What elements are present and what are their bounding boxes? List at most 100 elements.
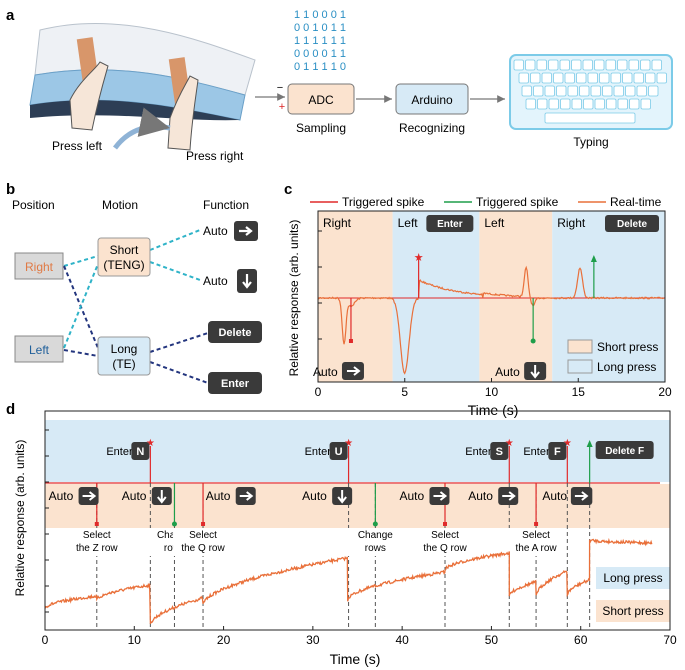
- d-x-tick-label: 40: [395, 633, 409, 647]
- keyboard-key: [548, 98, 559, 110]
- d-x-tick-label: 30: [306, 633, 320, 647]
- keyboard-key: [625, 85, 636, 97]
- position-right-box: [14, 252, 64, 280]
- spike-marker: [530, 338, 536, 344]
- keyboard-key: [513, 59, 524, 71]
- left-hand: [69, 61, 109, 131]
- event-label-bg: [345, 528, 406, 556]
- panel-c: c Triggered spike Triggered spike Real-t…: [284, 181, 672, 418]
- keyboard-key: [583, 98, 594, 110]
- keyboard-key: [537, 98, 548, 110]
- keyboard-key: [640, 98, 651, 110]
- spike-marker: [372, 521, 378, 527]
- motion-long-box: [97, 336, 151, 376]
- keyboard-key: [564, 72, 575, 84]
- position-left-box: [14, 335, 64, 363]
- auto-annotation: Auto: [122, 489, 147, 503]
- keyboard-key: [622, 72, 633, 84]
- motion-long-sub: (TE): [112, 357, 135, 371]
- keyboard-key: [645, 72, 656, 84]
- key-icon-delete: [605, 215, 659, 232]
- key-icon-s: [490, 442, 509, 460]
- connection-lines: [63, 229, 209, 384]
- spike-star: ★: [344, 438, 353, 449]
- key-icon-u: [329, 442, 348, 460]
- auto-annotation: Auto: [206, 489, 231, 503]
- keyboard-key: [521, 85, 532, 97]
- keyboard-key: [548, 59, 559, 71]
- panel-c-label: c: [284, 181, 292, 198]
- binary-row: 0 1 1 1 1 0: [294, 61, 346, 73]
- typing-label: Typing: [573, 135, 608, 149]
- d-x-tick-label: 50: [485, 633, 499, 647]
- binary-row: 1 1 1 1 1 1: [294, 35, 346, 47]
- spike-marker: [534, 522, 539, 526]
- keyboard-key: [606, 98, 617, 110]
- keyboard-key: [636, 85, 647, 97]
- keyboard-key: [628, 59, 639, 71]
- key-icon-enter: [426, 215, 474, 232]
- event-label-bg: [415, 528, 475, 556]
- motion-short-box: [97, 237, 151, 277]
- region-label: Right: [323, 216, 352, 230]
- right-hand: [167, 75, 199, 151]
- position-right-label: Right: [25, 260, 54, 274]
- legend-triggered-green: Triggered spike: [476, 195, 559, 209]
- keyboard-key: [613, 85, 624, 97]
- event-label: Select: [431, 530, 459, 541]
- keyboard-key: [560, 98, 571, 110]
- keyboard-spacebar: [544, 112, 636, 124]
- motion-short-sub: (TENG): [103, 258, 144, 272]
- event-label: rows: [365, 543, 386, 554]
- event-label: Select: [189, 530, 217, 541]
- keyboard-key: [518, 72, 529, 84]
- keyboard-key: [536, 59, 547, 71]
- sampling-label: Sampling: [296, 121, 346, 135]
- event-label-bg: [66, 528, 127, 556]
- keyboard-key: [579, 85, 590, 97]
- spike-marker: [348, 339, 353, 343]
- header-motion: Motion: [102, 198, 138, 212]
- keyboard-key: [599, 72, 610, 84]
- d-x-tick-label: 10: [128, 633, 142, 647]
- arduino-label: Arduino: [411, 93, 453, 107]
- keyboard-key: [582, 59, 593, 71]
- enter-label: Enter: [523, 446, 550, 458]
- key-label: Delete: [617, 219, 647, 230]
- legend-triggered-red: Triggered spike: [342, 195, 425, 209]
- keyboard-key: [571, 59, 582, 71]
- enter-label: Enter: [106, 446, 133, 458]
- d-plot-frame: [44, 410, 671, 631]
- panel-a-label: a: [6, 7, 15, 24]
- auto-annotation: Auto: [399, 489, 424, 503]
- keyboard-key: [530, 72, 541, 84]
- spike-arrowhead: [586, 440, 593, 447]
- legend-short-press-swatch: [596, 600, 670, 622]
- event-label: Select: [522, 530, 550, 541]
- keyboard-key: [525, 59, 536, 71]
- c-x-tick-label: 5: [401, 385, 408, 399]
- recognizing-label: Recognizing: [399, 121, 465, 135]
- key-label: S: [496, 446, 503, 458]
- adc-box: [287, 83, 355, 115]
- key-label: F: [554, 446, 561, 458]
- legend-long-press-swatch: [596, 567, 670, 589]
- spike-marker: [171, 521, 177, 527]
- event-label: Select: [83, 530, 111, 541]
- spike-star: ★: [146, 438, 155, 449]
- right-arrow-key-icon: [234, 221, 258, 241]
- keyboard-key: [629, 98, 640, 110]
- c-x-axis-label: Time (s): [468, 402, 519, 418]
- auto-annotation: Auto: [542, 489, 567, 503]
- adc-label: ADC: [308, 93, 334, 107]
- event-label: the Q row: [423, 543, 467, 554]
- auto-annotation: Auto: [49, 489, 74, 503]
- event-label-bg: [173, 528, 234, 556]
- binary-row: 0 0 1 0 1 1: [294, 22, 346, 34]
- keyboard-key: [594, 59, 605, 71]
- panel-b-label: b: [6, 181, 15, 198]
- legend-long-press: Long press: [597, 360, 656, 374]
